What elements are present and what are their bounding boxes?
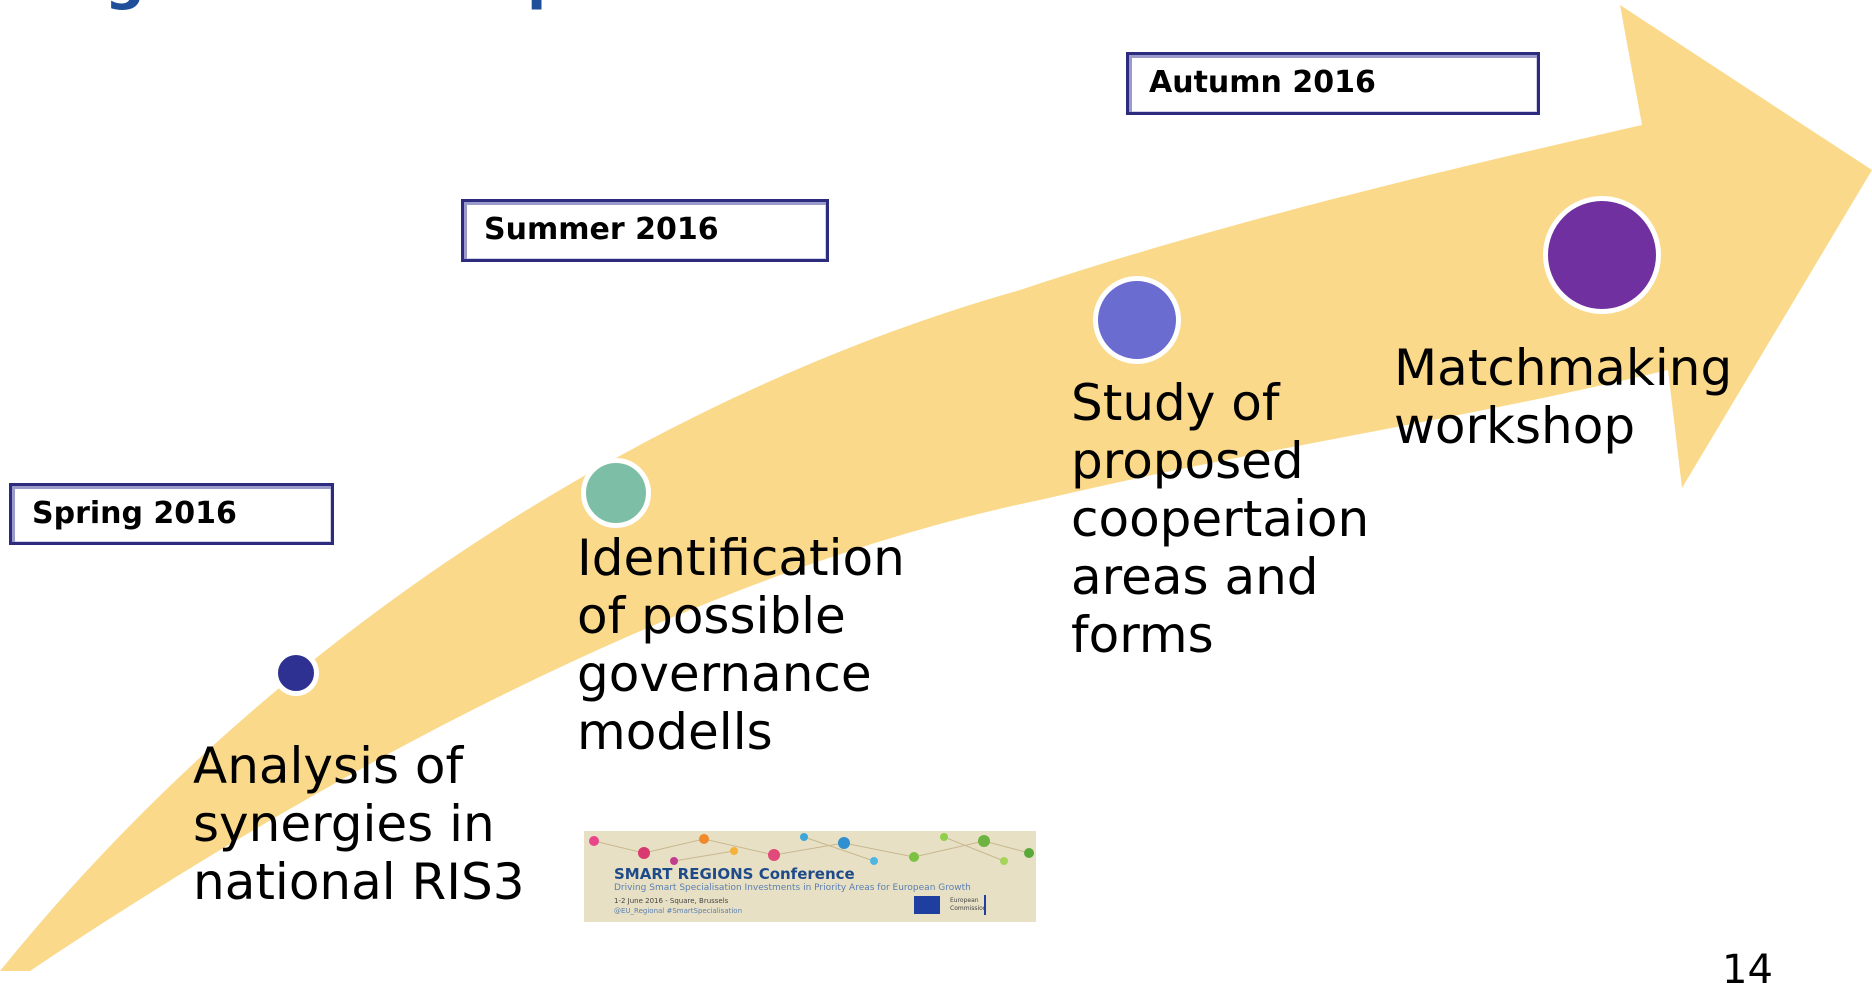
conference-date: 1-2 June 2016 - Square, Brussels	[614, 897, 729, 905]
timeline-arrow-shape	[0, 5, 1872, 971]
network-graphic	[589, 833, 1034, 865]
conference-name: SMART REGIONS Conference	[614, 865, 855, 883]
step-1-label: Analysis of synergies in national RIS3	[193, 737, 525, 911]
season-autumn-box: Autumn 2016	[1126, 52, 1540, 115]
step-3-label: Study of proposed coopertaion areas and …	[1071, 374, 1370, 664]
conference-tagline: Driving Smart Specialisation Investments…	[614, 883, 971, 893]
page-number: 14	[1722, 947, 1773, 993]
step-2-marker	[581, 458, 651, 528]
step-4-label: Matchmaking workshop	[1394, 339, 1733, 455]
conference-handle: @EU_Regional #SmartSpecialisation	[614, 907, 743, 915]
step-1-marker	[273, 650, 319, 696]
timeline-arrow	[0, 5, 1872, 971]
step-2-label: Identification of possible governance mo…	[577, 529, 905, 761]
season-spring-box: Spring 2016	[9, 483, 334, 545]
commission-label: European Commission	[950, 897, 987, 912]
season-summer-box: Summer 2016	[461, 199, 829, 262]
step-3-marker	[1093, 276, 1181, 364]
slide-title-fragment: Stage of the Cooperation	[0, 0, 900, 10]
conference-banner: SMART REGIONS Conference Driving Smart S…	[584, 831, 1036, 922]
eu-flag-icon	[914, 896, 940, 914]
commission-divider	[984, 895, 986, 915]
step-4-marker	[1543, 196, 1661, 314]
